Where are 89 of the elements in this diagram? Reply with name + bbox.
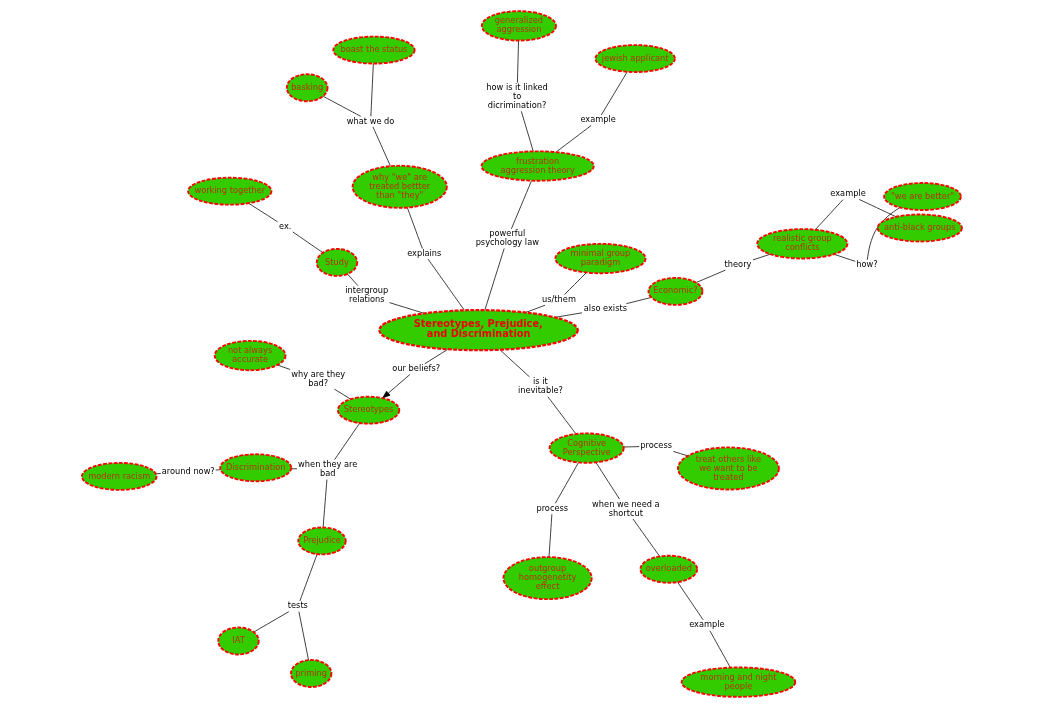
connector <box>372 126 391 167</box>
node-ellipse: frustration aggression theory <box>480 150 595 182</box>
node-text: process <box>639 440 672 451</box>
node-ellipse: generalized aggression <box>480 10 557 42</box>
connector <box>499 349 530 378</box>
node-ellipse: outgroup homogenetity effect <box>502 556 593 601</box>
node-ellipse: minimal group paradigm <box>553 242 646 275</box>
connector <box>595 462 620 500</box>
connector <box>814 199 843 230</box>
connector <box>510 180 532 230</box>
connector <box>625 297 651 304</box>
node-text: how? <box>855 259 878 270</box>
node-ellipse: Stereotypes <box>336 395 400 425</box>
node-ellipse: morning and night people <box>680 666 796 698</box>
node-text: tests <box>287 600 308 611</box>
connector <box>546 396 576 435</box>
node-ellipse: Stereotypes, Prejudice, and Discrimination <box>377 309 579 352</box>
node-text: explains <box>406 247 441 258</box>
connector <box>676 581 704 621</box>
node-text: example <box>829 188 866 199</box>
connector <box>752 253 771 261</box>
node-ellipse: Study <box>315 248 358 277</box>
node-ellipse: not always accurate <box>213 339 286 372</box>
connector <box>423 349 448 365</box>
connector <box>695 269 726 283</box>
node-ellipse: anti-black groups <box>876 213 963 243</box>
node-ellipse: IAT <box>216 626 260 656</box>
connector <box>247 202 278 223</box>
node-text: ex. <box>278 220 291 231</box>
node-ellipse: Cognitive Perspective <box>548 432 625 464</box>
node-text: example <box>688 619 725 630</box>
node-ellipse: priming <box>289 659 332 688</box>
connector <box>252 611 289 633</box>
connector <box>333 423 360 460</box>
connector <box>346 273 358 287</box>
node-text: process <box>535 502 568 513</box>
connector <box>600 71 627 116</box>
connector <box>866 207 900 261</box>
connector <box>299 553 317 602</box>
node-text: is it inevitable? <box>517 376 563 396</box>
node-text: when we need a shortcut <box>591 498 660 518</box>
connector <box>291 231 323 254</box>
connector <box>406 207 423 249</box>
node-ellipse: overloaded <box>639 554 698 584</box>
connector <box>672 451 688 457</box>
connector <box>858 199 896 218</box>
node-ellipse: jewish applicant <box>593 44 676 73</box>
node-ellipse: modern racism <box>80 462 157 491</box>
node-ellipse: working together <box>186 176 272 206</box>
node-text: us/them <box>541 294 576 305</box>
node-ellipse: basking <box>285 73 328 103</box>
connector <box>632 518 660 557</box>
connector <box>276 364 290 370</box>
node-text: when they are bad <box>297 459 357 479</box>
connector <box>548 513 552 558</box>
node-ellipse: why "we" are treated bettter than "they" <box>351 164 448 209</box>
connector <box>520 110 534 152</box>
connector <box>427 258 465 311</box>
connector <box>154 473 161 475</box>
connector <box>322 479 327 528</box>
connector <box>370 63 374 117</box>
node-text: our beliefs? <box>391 363 440 374</box>
node-ellipse: "we are better" <box>882 182 962 211</box>
connector <box>298 611 309 661</box>
node-ellipse: Prejudice <box>296 526 347 556</box>
node-ellipse: boast the status <box>331 35 416 65</box>
node-text: around now? <box>161 465 215 476</box>
node-ellipse: Discrimination <box>218 453 292 483</box>
arrow <box>381 374 410 399</box>
connector <box>555 125 592 153</box>
node-text: powerful psychology law <box>475 228 539 248</box>
connector <box>622 446 640 448</box>
node-ellipse: realistic group conflicts <box>755 228 848 260</box>
node-text: also exists <box>583 303 627 313</box>
node-ellipse: Economic? <box>647 276 703 306</box>
node-text: theory <box>724 258 751 269</box>
node-text: what we do <box>346 115 394 126</box>
node-text: intergroup relations <box>344 285 388 305</box>
node-text: example <box>579 114 616 125</box>
connector <box>554 462 579 504</box>
connector <box>333 388 351 400</box>
connector <box>563 272 587 295</box>
connector <box>322 95 361 117</box>
connector <box>483 248 505 311</box>
node-ellipse: treat others like we want to be treated <box>676 446 780 491</box>
node-text: how is it linked to dicrimination? <box>485 82 548 111</box>
node-text: why are they bad? <box>290 368 345 388</box>
connector <box>516 40 519 83</box>
connector <box>709 630 731 668</box>
